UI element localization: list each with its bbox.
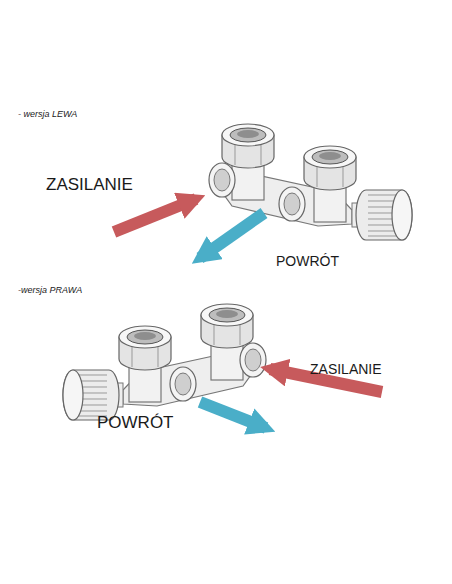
supply-arrow — [114, 199, 196, 232]
supply-label: ZASILANIE — [46, 176, 133, 195]
valve-right — [63, 304, 266, 420]
return-label: POWRÓT — [97, 414, 174, 433]
version-label: -wersja PRAWA — [18, 286, 82, 296]
valve-left — [209, 124, 412, 240]
return-arrow — [200, 213, 264, 258]
supply-label: ZASILANIE — [310, 362, 382, 377]
return-arrow — [200, 402, 266, 428]
version-label: - wersja LEWA — [18, 110, 77, 120]
return-label: POWRÓT — [276, 254, 339, 269]
